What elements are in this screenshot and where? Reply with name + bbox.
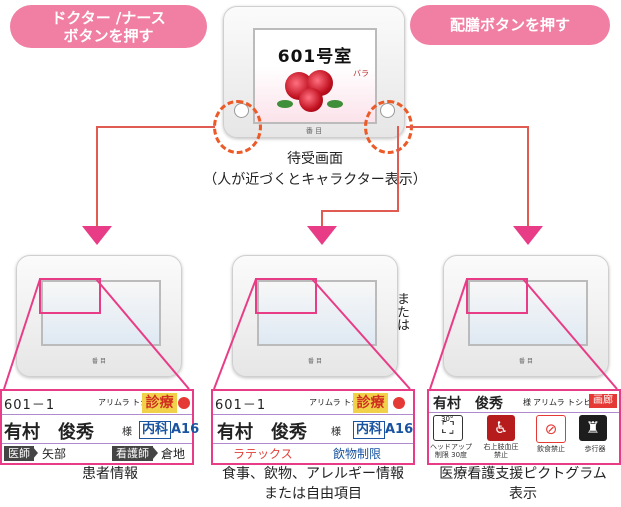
clinic-badge: 診療	[142, 393, 177, 413]
doctor-nurse-button-label: ドクター /ナース ボタンを押す	[10, 5, 207, 48]
doctor-label: 医師	[4, 446, 34, 461]
device-label: 番 目	[305, 127, 323, 135]
screen-highlight	[255, 278, 317, 314]
connector-line	[321, 210, 323, 228]
drink-restriction: 飲物制限	[333, 447, 382, 461]
screen-highlight	[39, 278, 101, 314]
doctor-name: 矢部	[42, 447, 67, 461]
arrow-down-icon	[307, 226, 337, 245]
patient-info-card: 601－1 アリムラ トシヒデ 診療 有村 俊秀 様 内科 A16 医師 矢部 …	[0, 389, 199, 465]
arrow-down-icon	[513, 226, 543, 245]
department-badge: 内科	[139, 421, 171, 439]
connector-line	[96, 126, 98, 228]
patient-name: 有村 俊秀	[4, 422, 94, 443]
terminal-pictogram: 番 目	[443, 255, 609, 377]
standby-screen: 601号室 バラ	[253, 28, 377, 124]
picto-label: ヘッドアップ 制限 30度	[430, 443, 472, 459]
flower-label: バラ	[353, 69, 369, 78]
meal-info-caption: 食事、飲物、アレルギー情報	[222, 466, 404, 482]
patient-kana: アリムラ トシヒデ	[98, 398, 165, 407]
patient-kana: アリムラ トシヒデ	[309, 398, 376, 407]
nurse-label: 看護師	[112, 446, 153, 461]
honorific: 様	[331, 427, 341, 438]
screen-badge: 画廊	[589, 394, 617, 408]
screen-highlight	[466, 278, 528, 314]
bed-icon: ⛶	[433, 415, 463, 441]
connector-line	[322, 210, 399, 212]
pictogram-subcaption: 表示	[509, 486, 537, 502]
connector-line	[406, 126, 528, 128]
chevron-right-icon	[32, 446, 38, 460]
picto-label: 歩行器	[584, 445, 606, 453]
room-number: 601号室	[277, 47, 353, 67]
rose-image	[299, 88, 323, 112]
standby-subcaption: （人が近づくとキャラクター表示）	[203, 172, 427, 188]
device-label: 番 目	[308, 358, 322, 365]
department-badge: 内科	[353, 421, 385, 439]
standby-caption: 待受画面	[287, 151, 343, 167]
nurse-name: 倉地	[161, 447, 186, 461]
patient-info-caption: 患者情報	[82, 466, 138, 482]
picto-label: 右上肢血圧 禁止	[483, 443, 519, 459]
honorific: 様	[523, 398, 531, 407]
pictogram-caption: 医療看護支援ピクトグラム	[439, 466, 607, 482]
ward-code: A16	[385, 422, 414, 437]
clinic-badge: 診療	[353, 393, 388, 413]
meal-info-subcaption: または自由項目	[264, 486, 362, 502]
patient-name: 有村 俊秀	[217, 422, 307, 443]
ward-code: A16	[171, 422, 200, 437]
room-number: 601－1	[215, 398, 267, 413]
meal-button-label: 配膳ボタンを押す	[410, 5, 610, 45]
honorific: 様	[122, 427, 132, 438]
terminal-meal-info: 番 目	[232, 255, 398, 377]
device-label: 番 目	[92, 358, 106, 365]
chevron-right-icon	[152, 446, 158, 460]
meal-info-card: 601－1 アリムラ トシヒデ 診療 有村 俊秀 様 内科 A16 ラテックス …	[211, 389, 415, 465]
status-dot	[178, 397, 190, 409]
arrow-down-icon	[82, 226, 112, 245]
leaf-image	[327, 100, 343, 108]
terminal-patient-info: 番 目	[16, 255, 182, 377]
walker-icon: ♜	[579, 415, 607, 441]
head-angle-tag: 30°	[441, 415, 454, 423]
room-number: 601－1	[4, 398, 56, 413]
connector-line	[527, 126, 529, 228]
pictogram-card: 有村 俊秀 様 アリムラ トシヒデ 画廊 ⛶ 30° ♿ ⊘ ♜ ヘッドアップ …	[427, 389, 621, 465]
patient-kana: アリムラ トシヒデ	[533, 398, 600, 407]
patient-name: 有村 俊秀	[433, 396, 503, 412]
status-dot	[393, 397, 405, 409]
wheelchair-icon: ♿	[487, 415, 515, 441]
or-text: または	[394, 292, 409, 331]
connector-line	[397, 126, 399, 212]
connector-line	[96, 126, 215, 128]
leaf-image	[277, 100, 293, 108]
picto-label: 飲食禁止	[537, 445, 565, 453]
no-drinking-icon: ⊘	[536, 415, 566, 443]
device-label: 番 目	[519, 358, 533, 365]
allergy-info: ラテックス	[233, 447, 293, 461]
